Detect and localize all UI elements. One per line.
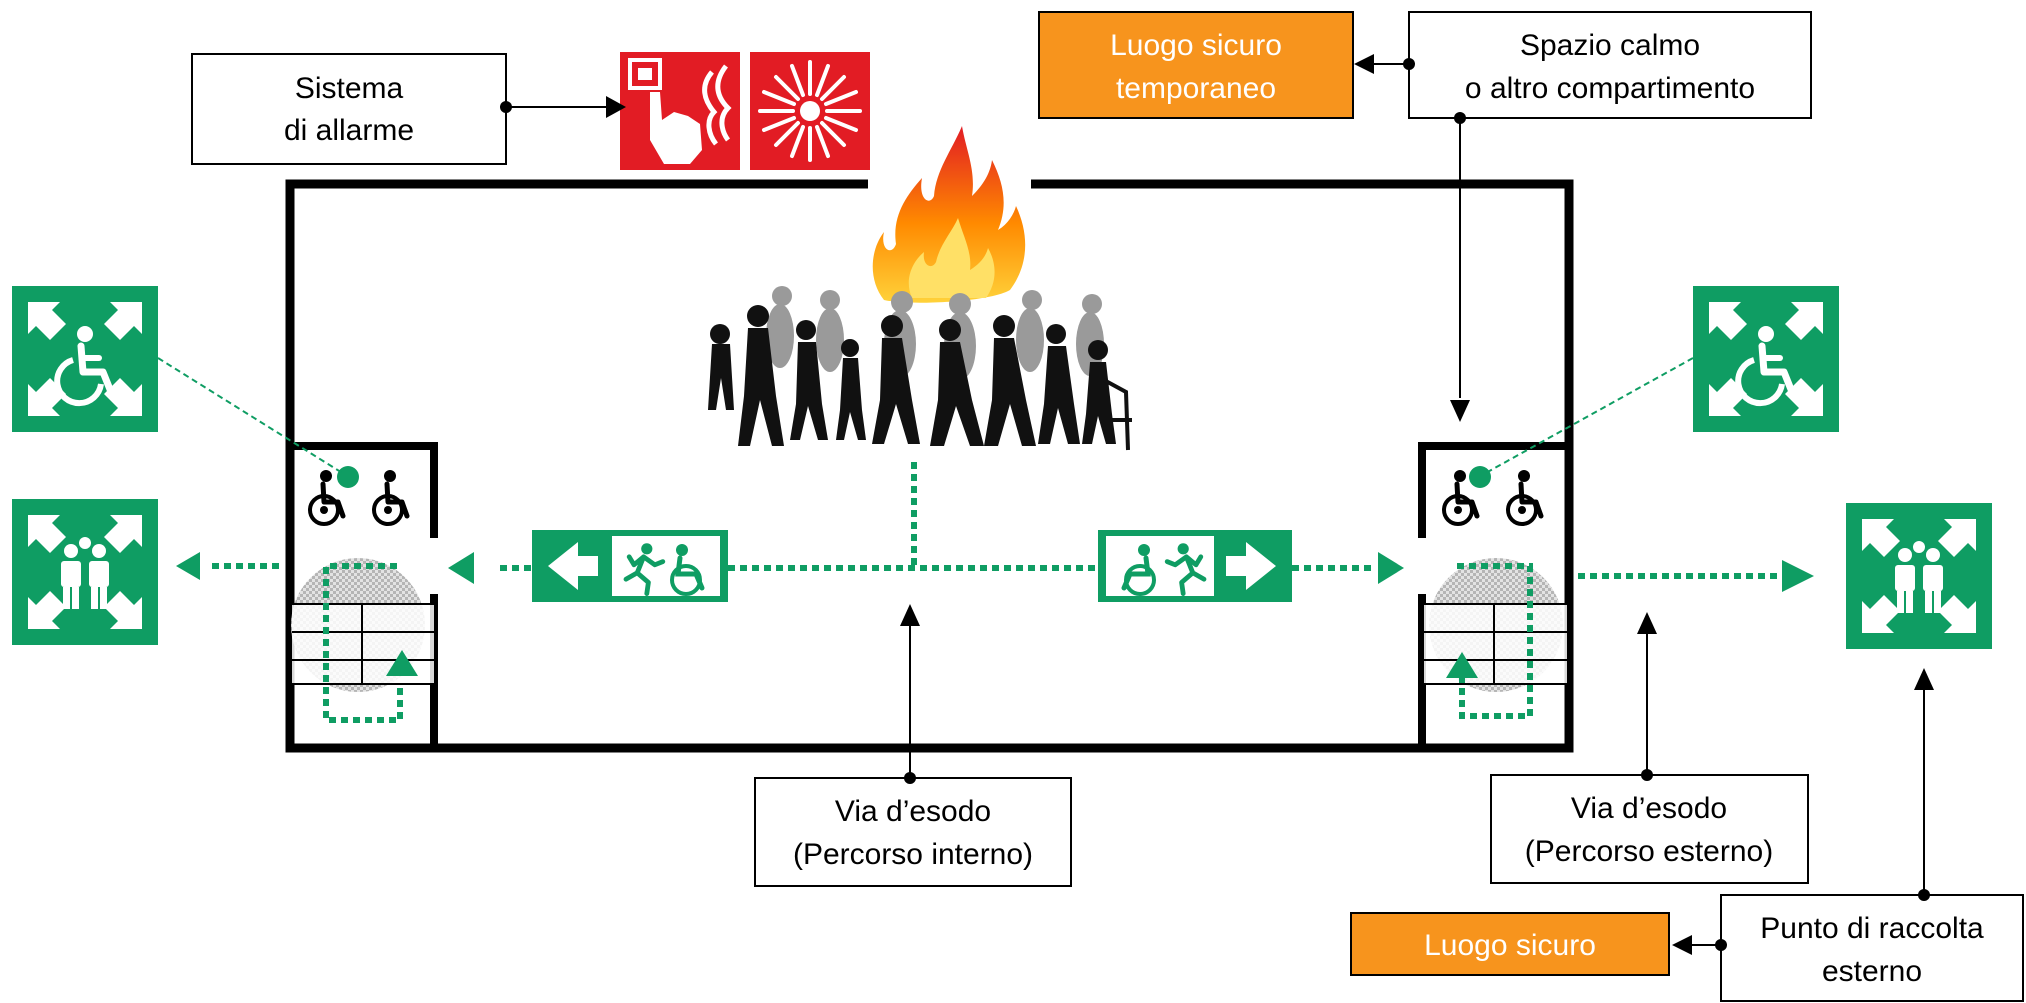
building-walls: [285, 179, 1574, 753]
calm-space-line2: o altro compartimento: [1465, 72, 1755, 105]
assembly-point-sign-left: [12, 499, 158, 645]
callout-temporary-safe-place: Luogo sicuro temporaneo: [1038, 11, 1354, 119]
callout-alarm-system: Sistema di allarme: [191, 53, 626, 165]
exit-sign-right: [1098, 530, 1292, 602]
safe-place-line1: Luogo sicuro: [1424, 929, 1596, 962]
internal-route-line1: Via d’esodo: [835, 795, 991, 828]
external-assembly-point-line1: Punto di raccolta: [1760, 912, 1984, 945]
calm-space-line1: Spazio calmo: [1520, 29, 1700, 62]
disabled-assembly-sign-left: [12, 286, 158, 432]
route-arrowhead-left-outer: [176, 552, 200, 580]
escape-route-external: [1578, 560, 1814, 592]
callout-calm-space: Spazio calmo o altro compartimento: [1354, 11, 1812, 422]
external-route-line2: (Percorso esterno): [1525, 835, 1773, 868]
calm-space-marker-right: [1469, 466, 1491, 488]
manual-call-point-icon: [620, 52, 740, 170]
disabled-assembly-sign-right: [1693, 286, 1839, 432]
leader-line-left: [157, 357, 345, 475]
external-assembly-point-line2: esterno: [1822, 955, 1922, 988]
route-arrowhead-right-inner: [1378, 552, 1404, 584]
route-arrowhead-left-inner: [448, 552, 474, 584]
leader-line-right: [1483, 357, 1694, 475]
callout-safe-place: Luogo sicuro: [1350, 912, 1670, 976]
fire-icon: [872, 126, 1026, 303]
alarm-signs: [620, 52, 870, 170]
siren-icon: [750, 52, 870, 170]
stairwell-left: [290, 442, 438, 748]
external-route-line1: Via d’esodo: [1571, 792, 1727, 825]
temporary-safe-place-line1: Luogo sicuro: [1110, 29, 1282, 62]
callout-external-assembly-point: Punto di raccolta esterno: [1672, 668, 2024, 1002]
assembly-point-sign-right: [1846, 503, 1992, 649]
alarm-system-line2: di allarme: [284, 114, 414, 147]
exit-sign-left: [532, 530, 728, 602]
temporary-safe-place-line2: temporaneo: [1116, 72, 1276, 105]
callout-internal-route: Via d’esodo (Percorso interno): [754, 604, 1072, 887]
alarm-system-line1: Sistema: [295, 72, 404, 105]
crowd-icon: [708, 286, 1132, 451]
stairwell-right: [1418, 442, 1569, 748]
calm-space-marker-left: [337, 466, 359, 488]
callout-external-route: Via d’esodo (Percorso esterno): [1490, 612, 1809, 884]
escape-route-internal: [212, 462, 1372, 571]
internal-route-line2: (Percorso interno): [793, 838, 1033, 871]
